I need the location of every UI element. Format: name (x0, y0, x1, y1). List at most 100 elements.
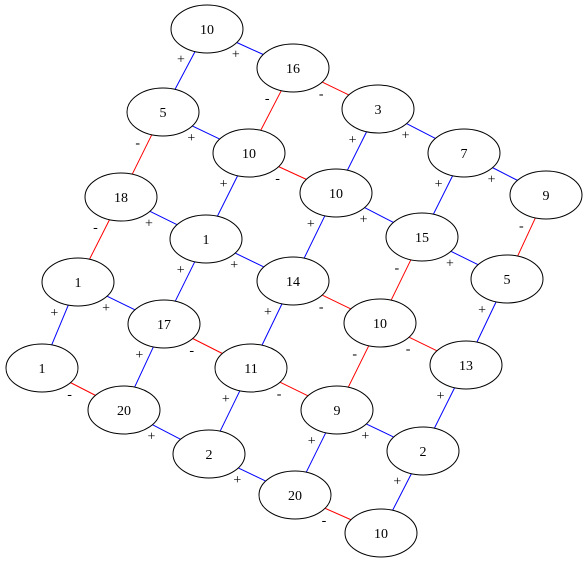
edge-sign-u-v: - (67, 388, 72, 403)
edge-a-f (174, 51, 196, 90)
edge-m-n (321, 294, 352, 310)
edge-j-o (476, 301, 497, 343)
edge-sign-m-n: - (319, 300, 324, 315)
node-ellipse-j (470, 254, 544, 304)
edge-sign-b-g: - (265, 92, 270, 107)
node-x: 20 (258, 470, 332, 520)
node-ellipse-s (300, 385, 374, 435)
node-e: 9 (509, 170, 583, 220)
edge-l-m (234, 252, 265, 268)
node-label-y: 10 (374, 527, 388, 542)
node-label-c: 3 (375, 103, 382, 118)
node-v: 20 (87, 385, 161, 435)
node-f: 5 (126, 87, 200, 137)
node-ellipse-m (256, 256, 330, 306)
edge-i-j (450, 250, 479, 266)
node-m: 14 (256, 256, 330, 306)
edge-q-r (192, 338, 223, 354)
node-y: 10 (344, 508, 418, 558)
edge-sign-n-o: - (406, 342, 411, 357)
node-t: 2 (386, 426, 460, 476)
node-ellipse-b (256, 43, 330, 93)
node-label-f: 5 (160, 106, 167, 121)
edge-sign-o-t: + (437, 389, 445, 404)
edge-sign-i-j: + (446, 256, 454, 271)
edge-sign-h-m: + (307, 217, 315, 232)
node-r: 11 (214, 343, 288, 393)
node-ellipse-u (5, 343, 79, 393)
node-s: 9 (300, 385, 374, 435)
node-h: 10 (299, 168, 373, 218)
edge-sign-r-w: + (222, 392, 230, 407)
edge-sign-l-m: + (230, 258, 238, 273)
node-label-j: 5 (504, 273, 511, 288)
edge-w-x (238, 467, 266, 482)
edge-sign-a-f: + (177, 53, 185, 68)
edge-c-h (346, 131, 368, 171)
node-label-r: 11 (244, 362, 257, 377)
node-ellipse-h (299, 168, 373, 218)
edge-r-s (279, 381, 309, 397)
node-label-s: 9 (334, 404, 341, 419)
node-ellipse-f (126, 87, 200, 137)
edge-p-u (51, 304, 69, 346)
edge-sign-k-l: + (145, 216, 153, 231)
edge-h-m (303, 215, 326, 259)
node-i: 15 (385, 212, 459, 262)
node-ellipse-a (170, 4, 244, 54)
node-ellipse-k (84, 172, 158, 222)
node-c: 3 (341, 84, 415, 134)
edge-h-i (364, 207, 394, 223)
node-ellipse-t (386, 426, 460, 476)
edge-k-l (149, 210, 178, 226)
node-ellipse-n (343, 298, 417, 348)
edge-sign-b-c: - (319, 87, 324, 102)
edge-x-y (324, 507, 352, 521)
edge-layer: +-+++-++++--+--+-++-+--+-++++++++--+-+++ (50, 42, 536, 528)
edge-sign-f-k: - (135, 136, 140, 151)
node-w: 2 (172, 429, 246, 479)
edge-d-i (432, 175, 454, 215)
edge-d-e (492, 167, 518, 181)
node-ellipse-v (87, 385, 161, 435)
node-ellipse-o (429, 340, 503, 390)
node-label-x: 20 (288, 489, 302, 504)
edge-r-w (219, 390, 241, 432)
node-label-l: 1 (203, 233, 210, 248)
node-label-a: 10 (200, 23, 214, 38)
edge-sign-t-y: + (393, 475, 401, 490)
node-k: 18 (84, 172, 158, 222)
node-d: 7 (427, 128, 501, 178)
node-g: 10 (212, 128, 286, 178)
edge-n-o (408, 336, 438, 352)
edge-sign-q-r: - (189, 344, 194, 359)
edge-m-r (261, 303, 283, 346)
node-label-n: 10 (373, 317, 387, 332)
edge-sign-n-s: - (352, 347, 357, 362)
edge-sign-p-q: + (102, 301, 110, 316)
node-a: 10 (170, 4, 244, 54)
edge-l-q (174, 261, 196, 302)
edge-sign-p-u: + (50, 306, 58, 321)
node-ellipse-r (214, 343, 288, 393)
node-l: 1 (169, 214, 243, 264)
edge-sign-l-q: + (177, 263, 185, 278)
edge-p-q (106, 295, 136, 311)
edge-sign-g-h: - (275, 172, 280, 187)
edge-e-j (517, 217, 536, 257)
edge-b-c (321, 81, 350, 96)
node-label-b: 16 (286, 62, 300, 77)
edge-sign-f-g: + (187, 131, 195, 146)
node-label-v: 20 (117, 404, 131, 419)
edge-sign-d-i: + (435, 177, 443, 192)
node-label-g: 10 (242, 147, 256, 162)
node-o: 13 (429, 340, 503, 390)
edge-sign-x-y: - (322, 513, 327, 528)
node-label-e: 9 (543, 189, 550, 204)
edge-k-p (89, 219, 110, 260)
node-ellipse-l (169, 214, 243, 264)
node-label-h: 10 (329, 187, 343, 202)
edge-q-v (134, 346, 154, 388)
edge-sign-k-p: - (93, 221, 98, 236)
